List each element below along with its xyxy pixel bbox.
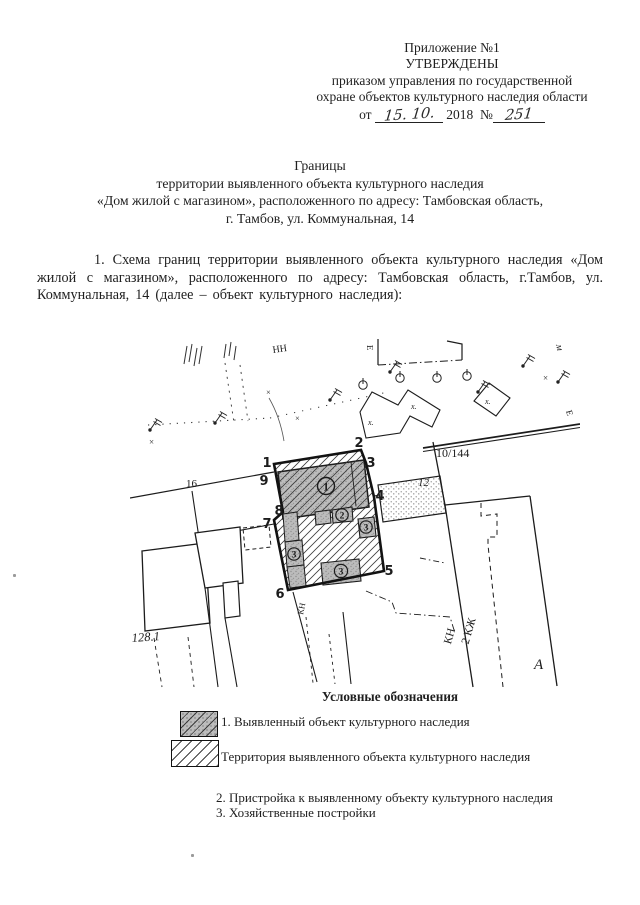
- point-label-8: 8: [274, 504, 283, 519]
- number-sign: №: [480, 106, 493, 122]
- date-prefix: от: [359, 106, 372, 122]
- approval-line-2: УТВЕРЖДЕНЫ: [405, 56, 499, 72]
- tree-symbols: [358, 368, 472, 390]
- site-plan: НН Е м Е × × × × х. х. х.: [130, 339, 580, 688]
- handwritten-number-underline: 251: [492, 105, 545, 124]
- cross-mark: ×: [295, 413, 300, 423]
- scan-speck: [191, 854, 194, 857]
- legend-swatch-identified-object: [180, 711, 218, 737]
- cross-mark: ×: [543, 373, 548, 383]
- left-parcels: [130, 471, 275, 688]
- m-mark: м: [553, 342, 565, 352]
- legend-item-outbuildings: 3. Хозяйственные постройки: [216, 805, 376, 820]
- main-heritage-building: [277, 459, 370, 520]
- point-label-9: 9: [259, 474, 268, 489]
- approval-block: Приложение №1 УТВЕРЖДЕНЫ приказом управл…: [300, 40, 604, 125]
- point-label-2: 2: [354, 436, 363, 451]
- heritage-territory: 1 2 3 3 3 1 2 3 4 5 6 7 8 9: [259, 436, 393, 602]
- legend-item-territory: Территория выявленного объекта культурно…: [221, 749, 531, 764]
- cross-mark: ×: [266, 387, 271, 397]
- legend-item-identified-object: 1. Выявленный объект культурного наследи…: [221, 714, 470, 729]
- bottom-parcels: [292, 590, 456, 685]
- approval-line-4: охране объектов культурного наследия обл…: [316, 89, 588, 105]
- x-building-mark: х.: [484, 397, 491, 406]
- e-mark-right: Е: [564, 409, 575, 417]
- handwritten-date: 15. 10.: [382, 104, 436, 125]
- cross-mark: ×: [149, 437, 154, 447]
- circled-3-outbuilding: 3: [292, 551, 297, 561]
- circled-3-outbuilding: 3: [339, 568, 344, 578]
- parcel-12-label: 12: [418, 477, 430, 489]
- title-line-4: г. Тамбов, ул. Коммунальная, 14: [225, 210, 415, 226]
- approval-date-line: от 15. 10. 2018 № 251: [300, 104, 604, 125]
- territory-boundary: [272, 448, 386, 592]
- parcel-16-label: 16: [186, 478, 198, 490]
- block-letter-a: А: [533, 657, 544, 673]
- approval-line-1: Приложение №1: [404, 40, 500, 55]
- right-parcels: [373, 441, 558, 688]
- point-label-4: 4: [375, 489, 384, 504]
- parcel-128-1-label: 128.1: [131, 629, 160, 645]
- lamp-symbols: [147, 354, 571, 433]
- circled-1-object: 1: [323, 482, 329, 494]
- document-title: Границы территории выявленного объекта к…: [20, 157, 620, 227]
- title-line-3: «Дом жилой с магазином», расположенного …: [96, 193, 544, 209]
- street-edge: [422, 423, 580, 453]
- scan-speck: [13, 574, 16, 577]
- map-small-annotations: НН Е м Е × × × × х. х. х.: [149, 342, 575, 447]
- point-label-7: 7: [262, 517, 271, 532]
- neighbor-buildings-top: [359, 382, 511, 439]
- point-label-3: 3: [366, 456, 375, 471]
- circled-2-annex: 2: [340, 512, 345, 522]
- point-label-6: 6: [275, 587, 284, 602]
- building-kn-small-label: КН: [295, 602, 307, 616]
- circled-object-numbers: [287, 476, 373, 579]
- date-year: 2018: [446, 106, 474, 122]
- handwritten-date-underline: 15. 10.: [374, 104, 443, 125]
- parcel-10-144-label: 10/144: [436, 446, 469, 460]
- handwritten-number: 251: [504, 105, 534, 124]
- x-building-mark: х.: [367, 418, 374, 427]
- x-building-mark: х.: [410, 402, 417, 411]
- legend-title: Условные обозначения: [321, 689, 459, 704]
- body-paragraph: 1. Схема границ территории выявленного о…: [37, 252, 603, 304]
- nn-label: НН: [272, 343, 288, 356]
- title-line-2: территории выявленного объекта культурно…: [156, 175, 484, 191]
- e-mark: Е: [365, 345, 375, 351]
- approval-line-3: приказом управления по государственной: [331, 72, 573, 88]
- point-label-1: 1: [262, 456, 271, 471]
- building-kn-label: КН: [442, 627, 458, 646]
- legend-item-annex: 2. Пристройка к выявленному объекту куль…: [216, 790, 553, 805]
- map-noise: [147, 339, 463, 442]
- point-label-5: 5: [384, 564, 393, 579]
- legend-swatch-territory: [171, 740, 219, 767]
- circled-3-outbuilding: 3: [364, 524, 369, 534]
- title-line-1: Границы: [294, 158, 346, 173]
